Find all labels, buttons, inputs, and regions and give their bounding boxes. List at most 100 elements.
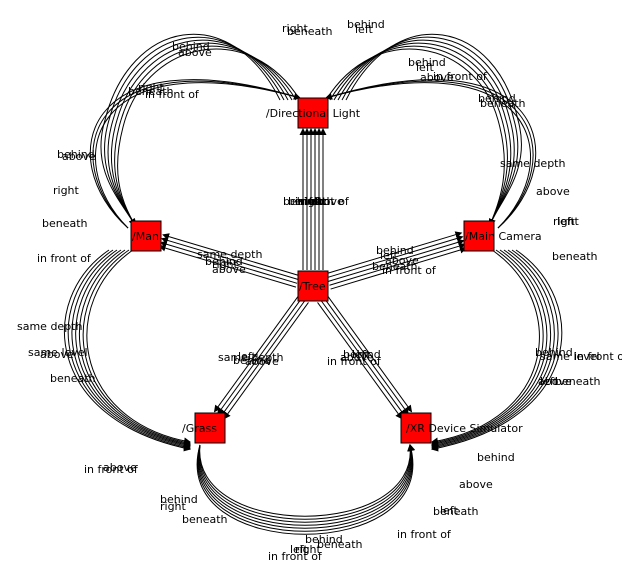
grass-xr-edge-5 [197,444,415,532]
node-xr[interactable] [400,412,432,444]
edge-label-light-man-1: above [178,46,212,59]
edge-label-tree-camera-4: in front of [382,264,437,277]
man-light-edge-2 [89,79,301,229]
edge-label-light-camera-3: in front of [433,70,488,83]
tree-grass-edge-2 [217,297,303,415]
edge-label-camera-side-0: behind [478,92,516,105]
edge-label-tree-xr-1: above [340,351,374,364]
edge-label-light-man-2: beneath [128,85,174,98]
grass-xr-edge-0 [199,444,415,517]
edge-label-tree-light-1: beneath [288,195,334,208]
camera-light-edge-2 [325,79,537,229]
edge-label-camera-side-3: above [536,185,570,198]
edge-label-man-grass-side-1: same level [28,346,88,359]
edge-label-xr-bottom-4: in front of [397,528,452,541]
edge-label-camera-xr-side-3: above [538,375,572,388]
edge-label-tree-man-2: right [212,258,239,271]
edge-label-camera-xr-side-2: in front of [574,350,622,363]
man-grass-edge-3 [75,249,191,448]
grass-xr-edge-6 [196,444,416,535]
tree-camera-edge-2 [328,238,465,282]
edge-label-man-grass-side-2: above [40,348,74,361]
camera-xr-edge-0 [431,249,540,445]
edge-label-tree-camera-1: left [380,249,399,262]
light-camera-edge-5 [345,33,522,226]
edge-label-light-man-0: behind [172,40,210,53]
edge-label-bottom-4: right [295,543,322,556]
tree-man-edge-0 [158,244,297,288]
edge-label-tree-light-2: in front of [295,195,350,208]
edge-label-grass-bottom-1: above [103,461,137,474]
edge-label-man-side-2: right [53,184,80,197]
node-man[interactable] [130,220,162,252]
edge-label-man-side-0: behind [57,148,95,161]
edge-label-tree-man-1: behind [205,255,243,268]
edge-label-light-man-4: in front of [145,88,200,101]
edge-label-light-camera-2: above [420,71,454,84]
edge-label-tree-grass-1: behind [233,354,271,367]
tree-camera-edge-4 [330,246,467,290]
node-tree[interactable] [297,270,329,302]
tree-xr-edge-1 [323,297,409,415]
edge-label-tree-camera-0: behind [376,244,414,257]
tree-xr-edge-3 [317,302,403,420]
edge-label-camera-side-1: beneath [480,97,526,110]
tree-camera-edge-1 [327,235,464,279]
edge-label-grass-bottom-0: in front of [84,463,139,476]
man-grass-edge-6 [64,249,191,452]
man-grass-edge-1 [82,249,191,446]
edge-label-camera-side-2: same depth [500,157,565,170]
edge-label-light-top-0: behind [347,18,385,31]
edge-label-xr-bottom-2: left [440,504,459,517]
tree-man-edge-1 [159,240,298,284]
edge-label-tree-xr-3: left [352,348,371,361]
edge-label-grass-bottom-3: right [160,500,187,513]
edge-label-tree-light-3: right [300,195,327,208]
edge-label-camera-side-5: left [557,215,576,228]
light-man-edge-0 [117,48,301,226]
edge-label-camera-xr-side-5: beneath [555,375,601,388]
edge-label-light-man-3: right [138,81,165,94]
node-label-tree: /Tree [299,280,326,293]
edges-layer [64,33,563,535]
node-light[interactable] [297,97,329,129]
edge-label-bottom-3: left [290,543,309,556]
edge-label-camera-xr-side-4: left [540,375,559,388]
edge-label-light-camera-0: behind [408,56,446,69]
edge-label-tree-camera-2: above [385,254,419,267]
node-label-xr: /XR Device Simulator [406,422,523,435]
tree-man-edge-3 [162,233,300,277]
tree-xr-edge-2 [320,299,406,418]
man-light-edge-0 [95,82,301,229]
camera-light-edge-1 [325,80,534,229]
edge-label-bottom-0: behind [305,533,343,546]
tree-grass-edge-0 [223,302,309,420]
edge-label-light-top-2: right [282,22,309,35]
edge-label-grass-bottom-4: beneath [182,513,228,526]
edge-label-man-side-4: in front of [37,252,92,265]
tree-camera-edge-0 [325,231,463,275]
tree-man-edge-2 [160,237,299,280]
edge-label-light-camera-1: left [416,61,435,74]
edge-label-man-side-3: beneath [42,217,88,230]
edge-label-man-grass-side-3: beneath [50,372,96,385]
tree-camera-edge-3 [329,242,466,286]
node-label-light: /Directional Light [266,107,361,120]
camera-xr-edge-2 [431,249,548,447]
camera-xr-edge-5 [431,249,559,451]
edge-label-grass-bottom-2: behind [160,493,198,506]
edge-label-man-grass-side-0: same depth [17,320,82,333]
edge-label-camera-side-6: beneath [552,250,598,263]
man-grass-edge-5 [67,249,191,451]
man-grass-edge-0 [86,249,191,445]
grass-xr-edge-2 [198,444,415,523]
node-camera[interactable] [463,220,495,252]
edge-label-tree-man-3: above [212,263,246,276]
tree-xr-edge-0 [326,295,413,413]
node-grass[interactable] [194,412,226,444]
node-label-man: /Man [132,230,159,243]
edge-label-camera-xr-side-1: same level [540,350,600,363]
edge-label-tree-light-4: left [305,195,324,208]
